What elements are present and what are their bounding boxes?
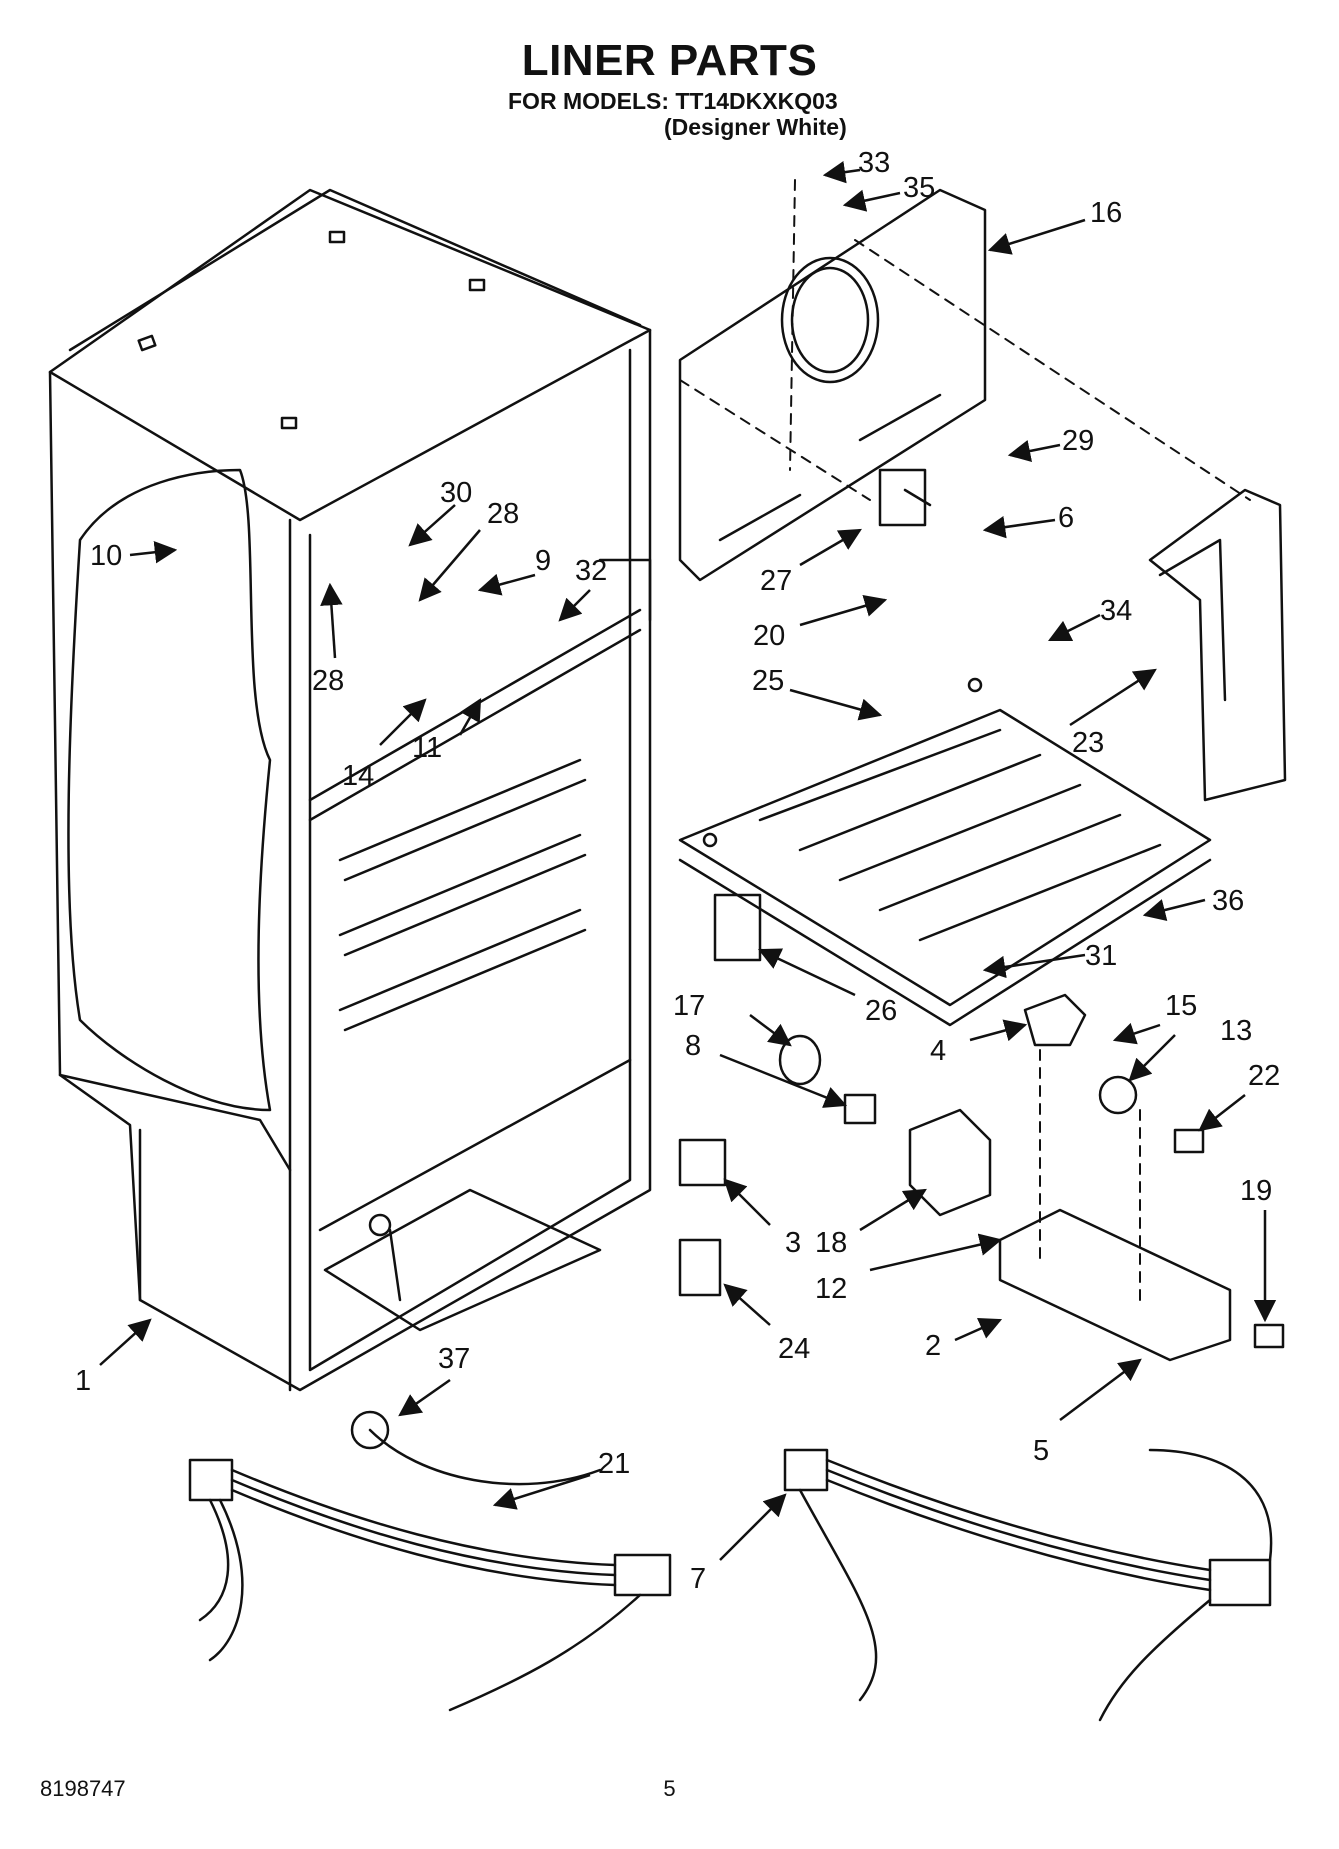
evaporator-cover-panel <box>678 188 987 582</box>
callout-24: 24 <box>778 1333 810 1365</box>
callout-36: 36 <box>1212 885 1244 917</box>
wire-harness-7 <box>783 1448 1273 1722</box>
part-37-disc <box>350 1410 390 1450</box>
part-19-clip <box>1253 1323 1285 1349</box>
callout-17: 17 <box>673 990 705 1022</box>
callout-34: 34 <box>1100 595 1132 627</box>
air-duct-assembly <box>678 677 1212 1027</box>
callout-14: 14 <box>342 760 374 792</box>
callout-33: 33 <box>858 147 890 179</box>
part-26-block <box>713 893 762 962</box>
callout-5: 5 <box>1033 1435 1049 1467</box>
callout-8: 8 <box>685 1030 701 1062</box>
callout-2: 2 <box>925 1330 941 1362</box>
callout-28-top: 28 <box>487 498 519 530</box>
callout-21: 21 <box>598 1448 630 1480</box>
callout-29: 29 <box>1062 425 1094 457</box>
part-18-light-shield <box>908 1108 992 1217</box>
callout-11: 11 <box>412 732 442 764</box>
callout-20: 20 <box>753 620 785 652</box>
callout-32: 32 <box>575 555 607 587</box>
color-line: (Designer White) <box>664 114 847 140</box>
wire-harness-21 <box>188 1428 672 1712</box>
callout-26: 26 <box>865 995 897 1027</box>
callout-18: 18 <box>815 1227 847 1259</box>
callout-1: 1 <box>75 1365 91 1397</box>
callout-30: 30 <box>440 477 472 509</box>
fan-housing <box>1148 488 1287 802</box>
callout-15: 15 <box>1165 990 1197 1022</box>
callout-35: 35 <box>903 172 935 204</box>
callout-9: 9 <box>535 545 551 577</box>
callout-28-bottom: 28 <box>312 665 344 697</box>
part-3-block <box>678 1138 727 1187</box>
callout-4: 4 <box>930 1035 946 1067</box>
callout-labels: 33 35 16 29 6 27 20 34 23 25 36 31 26 4 … <box>75 147 1280 1595</box>
callout-27: 27 <box>760 565 792 597</box>
callout-6: 6 <box>1058 502 1074 534</box>
callout-arrows <box>99 160 1277 1561</box>
callout-37: 37 <box>438 1343 470 1375</box>
page-title: LINER PARTS <box>521 36 818 85</box>
callout-16: 16 <box>1090 197 1122 229</box>
alignment-guides <box>679 179 1251 1301</box>
callout-13: 13 <box>1220 1015 1252 1047</box>
part-4-thermostat <box>1023 993 1087 1047</box>
document-number: 8198747 <box>40 1776 126 1801</box>
callout-22: 22 <box>1248 1060 1280 1092</box>
callout-19: 19 <box>1240 1175 1272 1207</box>
refrigerator-liner <box>48 188 652 1392</box>
callout-31: 31 <box>1085 940 1117 972</box>
part-13-defrost-timer <box>1098 1075 1138 1115</box>
part-8-socket <box>843 1093 877 1125</box>
part-24-block <box>678 1238 722 1297</box>
callout-7: 7 <box>690 1563 706 1595</box>
callout-10: 10 <box>90 540 122 572</box>
part-17-bulb <box>778 1034 822 1086</box>
callout-12: 12 <box>815 1273 847 1305</box>
models-line: FOR MODELS: TT14DKXKQ03 <box>508 88 838 114</box>
callout-3: 3 <box>785 1227 801 1259</box>
page-number: 5 <box>663 1776 676 1801</box>
part-22-connector <box>1173 1128 1205 1154</box>
callout-23: 23 <box>1072 727 1104 759</box>
part-12-control-housing <box>998 1208 1232 1362</box>
callout-25: 25 <box>752 665 784 697</box>
